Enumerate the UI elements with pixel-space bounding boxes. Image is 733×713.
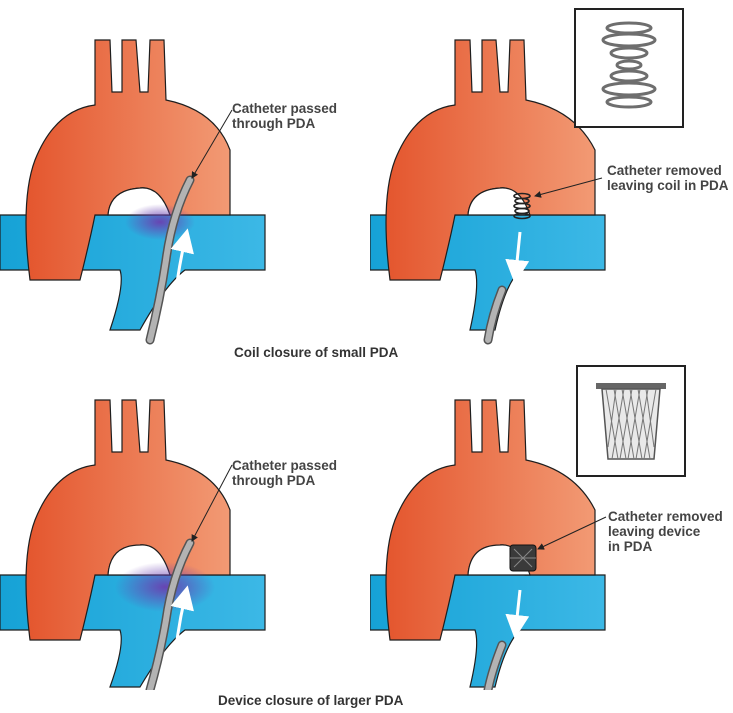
panel-label: Catheter removed leaving coil in PDA <box>607 163 729 193</box>
panel-label: Catheter removed leaving device in PDA <box>608 509 723 554</box>
heart-vessels <box>370 400 605 687</box>
panel-device-catheter-passed <box>0 365 370 690</box>
panel-label: Catheter passed through PDA <box>232 101 337 131</box>
coil-icon <box>576 10 682 126</box>
caption-top: Coil closure of small PDA <box>234 345 398 360</box>
caption-bottom: Device closure of larger PDA <box>218 693 403 708</box>
heart-vessels <box>370 40 605 330</box>
panel-coil-catheter-passed <box>0 0 370 345</box>
panel-label: Catheter passed through PDA <box>232 458 337 488</box>
device-in-pda <box>510 545 536 571</box>
coil-inset <box>574 8 684 128</box>
occluder-device-icon <box>578 367 684 475</box>
device-inset <box>576 365 686 477</box>
shunt-flow <box>125 204 195 240</box>
heart-vessels <box>0 40 265 330</box>
heart-vessels <box>0 400 265 687</box>
